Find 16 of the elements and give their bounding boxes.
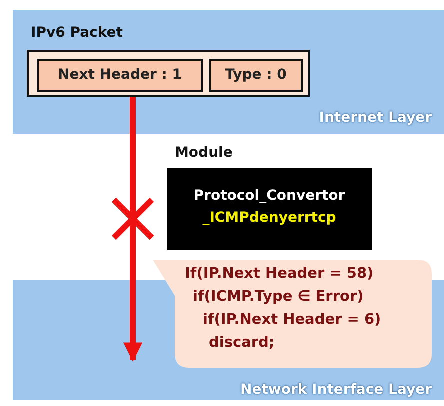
module-label: Module bbox=[175, 145, 233, 161]
layer-label: Network Interface Layer bbox=[240, 382, 432, 398]
code-line: if(ICMP.Type ∈ Error) bbox=[193, 289, 364, 305]
header-field-box bbox=[37, 59, 203, 92]
packet-label: IPv6 Packet bbox=[31, 25, 123, 41]
field-label: Type : 0 bbox=[224, 67, 288, 83]
code-line: If(IP.Next Header = 58) bbox=[185, 266, 374, 282]
code-line: if(IP.Next Header = 6) bbox=[203, 312, 382, 328]
layer-band bbox=[13, 10, 444, 134]
module-name: _ICMPdenyerrtcp bbox=[202, 210, 338, 226]
layer-label: Internet Layer bbox=[319, 110, 432, 126]
module-name: Protocol_Convertor bbox=[192, 188, 346, 204]
header-field-box bbox=[209, 59, 303, 92]
field-label: Next Header : 1 bbox=[57, 67, 183, 83]
code-line: discard; bbox=[209, 335, 275, 351]
arrow bbox=[123, 97, 143, 362]
